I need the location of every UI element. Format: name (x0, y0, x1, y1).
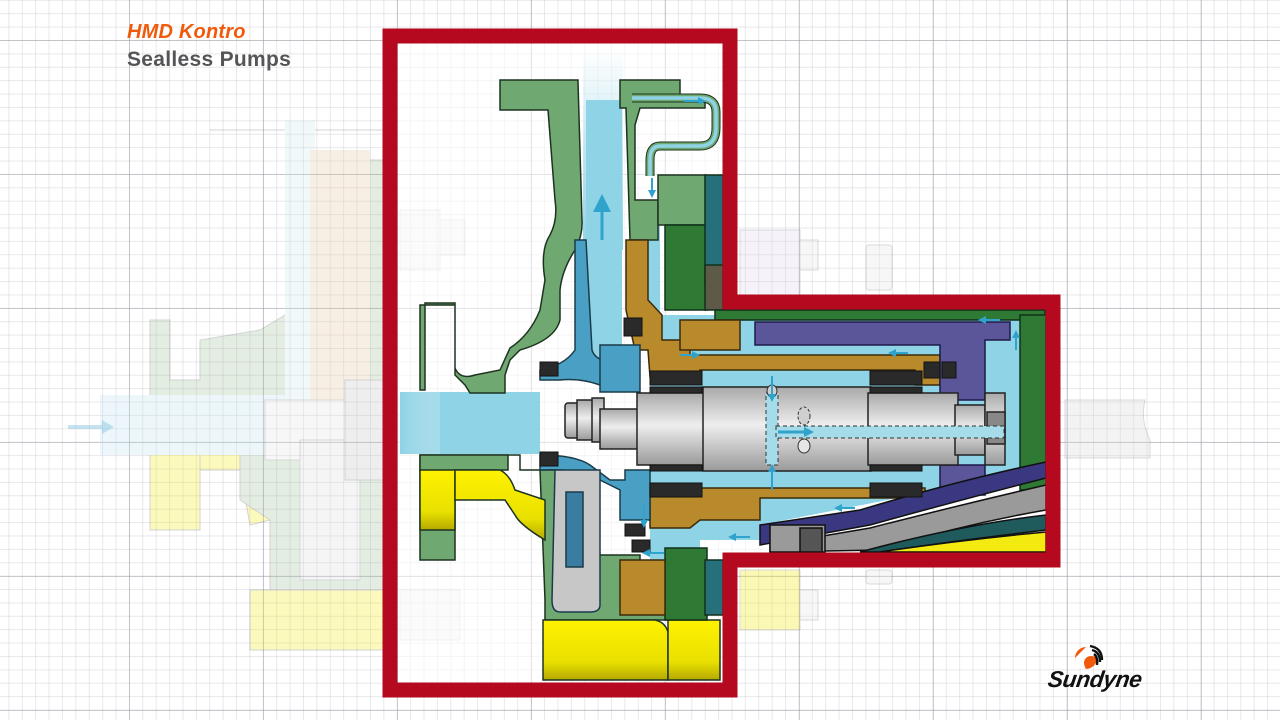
flow-arrow-shell-left-icon (978, 316, 1000, 324)
flow-arrow-return-left-icon (728, 533, 750, 541)
bearings (539, 317, 957, 553)
flow-arrow-impeller-back-left-icon (642, 549, 664, 557)
flow-arrow-mid-right-icon (680, 351, 700, 359)
recirculation-pipe (632, 93, 721, 176)
product-subtitle: Sealless Pumps (127, 48, 292, 71)
flow-arrow-center-bore-right-icon (778, 427, 814, 437)
title-block: HMD Kontro Sealless Pumps (127, 22, 291, 70)
sundyne-mark-icon (1075, 644, 1104, 669)
flow-arrow-discharge-up-icon (593, 194, 611, 240)
flow-arrow-rear-up-icon (1012, 330, 1020, 350)
flow-arrows (593, 97, 1020, 557)
ghost-motor-right (739, 229, 1151, 631)
flow-arrow-top-left-icon (888, 349, 908, 357)
logo-wordmark: Sundyne (1046, 666, 1144, 692)
flow-arrow-cross-bore-down-icon (768, 376, 776, 402)
brand-title: HMD Kontro (127, 21, 246, 43)
flow-arrow-cross-bore-up-icon (768, 464, 776, 490)
ghost-pump-left (100, 120, 466, 651)
flow-arrow-gap-down-icon (640, 505, 648, 528)
yellow-brackets (419, 469, 721, 681)
inlet-arrow-faded (68, 420, 114, 434)
highlight-outline (382, 28, 1061, 698)
sundyne-logo: Sundyne (1046, 644, 1178, 692)
flow-arrow-lower-left-icon (834, 504, 855, 512)
flow-arrow-pipe-right-icon (684, 97, 706, 105)
containment-shell-lower (759, 461, 1047, 553)
flow-arrow-pipe-down-icon (648, 178, 656, 198)
